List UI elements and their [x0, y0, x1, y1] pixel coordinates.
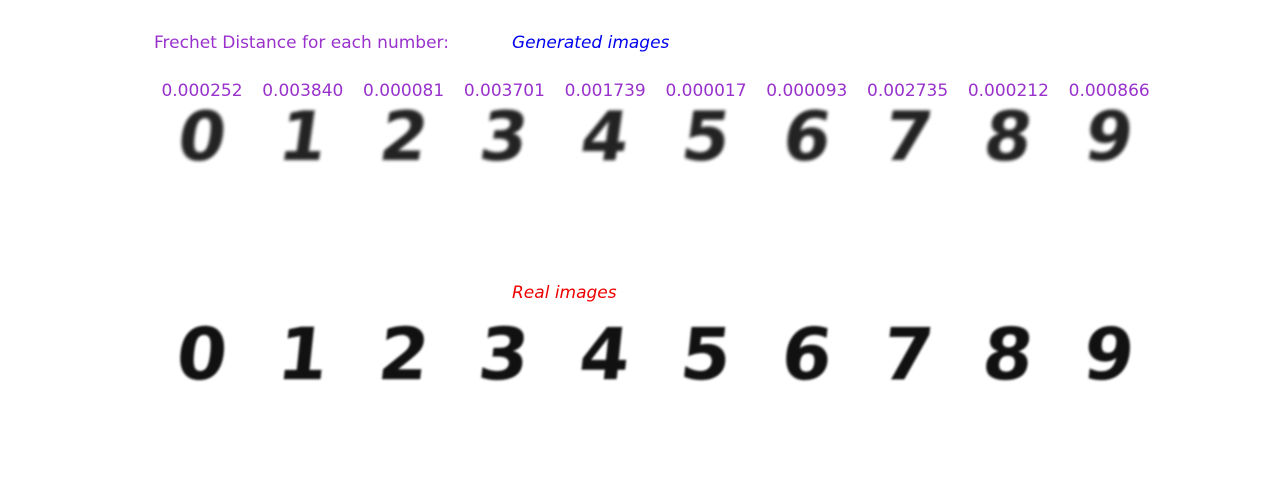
real-digit-image: 9	[1079, 312, 1139, 396]
real-digit-image: 8	[978, 312, 1038, 396]
score-value: 0.001739	[564, 81, 646, 101]
generated-digit-image: 5	[676, 98, 736, 177]
generated-digit-image: 8	[979, 98, 1038, 177]
real-digit-image: 0	[172, 312, 232, 396]
generated-digit-image: 3	[475, 98, 534, 177]
frechet-distance-title: Frechet Distance for each number:	[154, 33, 449, 53]
real-digit-image: 6	[777, 312, 837, 396]
generated-digit-image: 0	[172, 98, 232, 177]
score-value: 0.000093	[766, 81, 848, 101]
generated-digit-image: 9	[1080, 98, 1139, 177]
score-value: 0.002735	[867, 81, 949, 101]
real-digit-image: 1	[273, 312, 333, 396]
real-digit-image: 5	[676, 312, 736, 396]
score-value: 0.003701	[463, 81, 545, 101]
score-value: 0.000081	[363, 81, 445, 101]
real-digit-image: 3	[474, 312, 534, 396]
score-value: 0.000017	[665, 81, 747, 101]
generated-digit-image: 6	[777, 98, 837, 177]
score-value: 0.000866	[1068, 81, 1150, 101]
generated-images-title: Generated images	[512, 33, 670, 53]
generated-digit-image: 4	[576, 98, 635, 177]
real-digit-image: 2	[374, 312, 434, 396]
real-images-title: Real images	[512, 283, 617, 303]
score-value: 0.000212	[967, 81, 1049, 101]
generated-digit-image: 2	[374, 98, 433, 177]
generated-digit-image: 7	[878, 98, 937, 177]
generated-digit-image: 1	[273, 98, 333, 177]
real-digit-image: 4	[575, 312, 635, 396]
score-value: 0.003840	[262, 81, 344, 101]
real-digit-image: 7	[878, 312, 938, 396]
score-value: 0.000252	[161, 81, 243, 101]
